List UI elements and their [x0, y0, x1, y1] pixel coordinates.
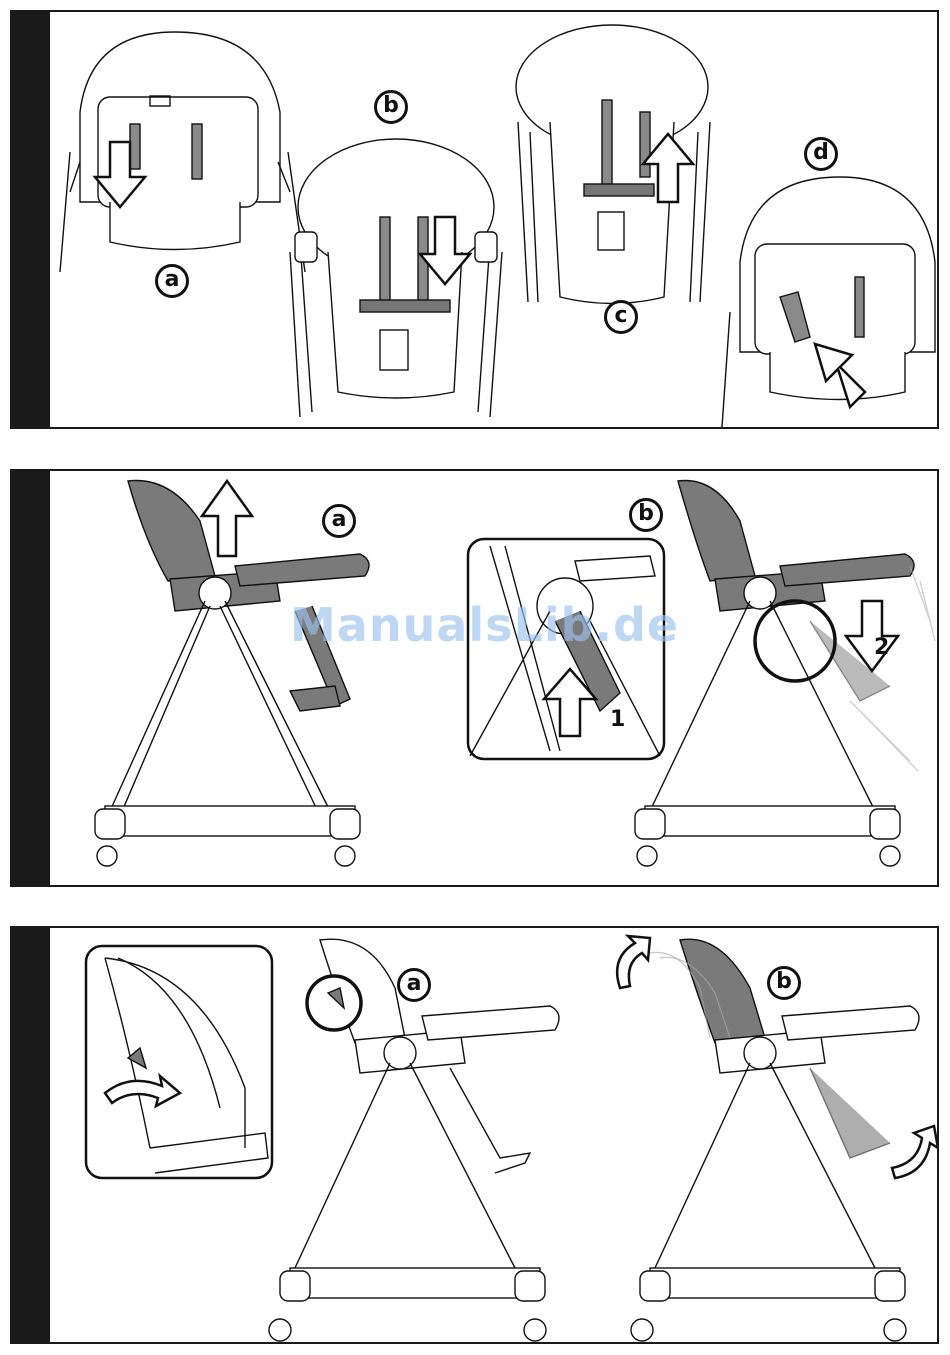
figure-b-high-chair [635, 481, 914, 867]
step-label-a: a [322, 504, 356, 538]
figure-b-high-chair [631, 939, 919, 1341]
step-label-c: c [604, 300, 638, 334]
step-label-b: b [374, 90, 408, 124]
instruction-panel-backrest: a b [10, 926, 939, 1344]
step-number-1: 1 [610, 707, 625, 732]
backrest-illustrations [50, 928, 939, 1344]
step-number-2: 2 [874, 635, 889, 660]
harness-illustrations [50, 12, 939, 429]
step-label-b: b [767, 966, 801, 1000]
step-label-d: d [804, 137, 838, 171]
footrest-illustrations: 1 2 [50, 471, 939, 887]
figure-b-seat-front [290, 139, 502, 417]
step-label-a: a [397, 968, 431, 1002]
step-label-b: b [629, 498, 663, 532]
rotate-arrow-icon [617, 936, 650, 988]
step-label-a: a [155, 264, 189, 298]
panel-side-bar [12, 928, 50, 1342]
panel-side-bar [12, 471, 50, 885]
panel-side-bar [12, 12, 50, 427]
watermark: ManualsLib.de [290, 598, 679, 652]
figure-d-seat-back [722, 177, 939, 427]
instruction-panel-footrest: 1 2 a b [10, 469, 939, 887]
rotate-arrow-icon [892, 1126, 938, 1178]
arrow-up-icon [202, 481, 252, 556]
figure-a-seat-back [60, 32, 305, 272]
instruction-panel-harness: a b c d [10, 10, 939, 429]
figure-a-inset-detail [86, 946, 272, 1178]
